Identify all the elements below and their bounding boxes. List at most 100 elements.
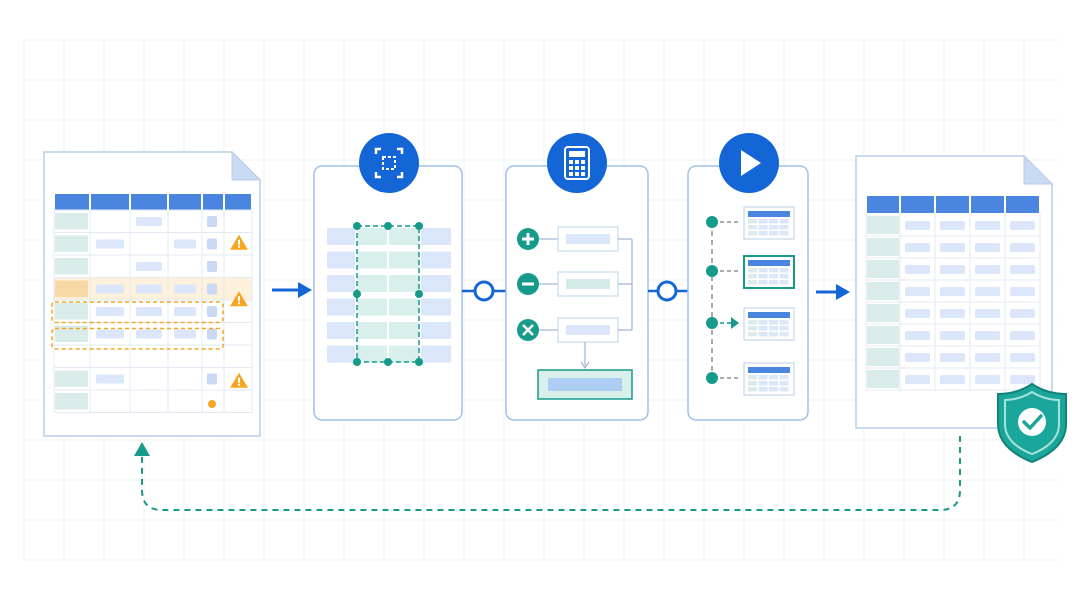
first-column-cell (867, 260, 899, 278)
value-chip (96, 374, 124, 384)
play-icon[interactable] (719, 133, 779, 193)
arrow-source-to-select (272, 282, 312, 298)
first-column-cell (55, 303, 88, 320)
select-grid-cell (327, 298, 355, 316)
selection-handle (353, 358, 361, 366)
thumbnail-cell (779, 387, 789, 392)
selection-handle (353, 290, 361, 298)
value-chip (136, 284, 162, 294)
calculate-operations (517, 226, 633, 400)
first-column-cell (867, 348, 899, 366)
value-chip (905, 221, 930, 230)
value-chip (1010, 331, 1035, 340)
shield-check-icon (997, 382, 1067, 464)
flagged-row-outline (51, 301, 224, 324)
run-step-card[interactable] (687, 133, 809, 421)
thumbnail-cell (779, 225, 789, 230)
select-grid-cell (327, 345, 355, 363)
value-chip (207, 306, 217, 317)
header-cell (1006, 196, 1039, 213)
value-chip (975, 309, 1000, 318)
select-grid-cell (389, 251, 419, 269)
thumbnail-cell (748, 225, 757, 230)
value-chip (96, 307, 124, 316)
thumbnail-cell (769, 375, 778, 380)
thumbnail-cell (769, 332, 778, 337)
first-column-cell (867, 370, 899, 388)
value-chip (136, 262, 162, 271)
value-chip (207, 373, 217, 385)
tree-node (706, 317, 718, 329)
thumbnail-cell (758, 219, 768, 224)
first-column-cell (867, 326, 899, 344)
warning-mark (238, 377, 240, 383)
selection-handle (415, 222, 423, 230)
selection-handle (384, 358, 392, 366)
selection-handle (384, 222, 392, 230)
first-column-cell (55, 280, 88, 297)
thumbnail-cell (748, 381, 757, 386)
output-spreadsheet[interactable] (855, 154, 1054, 429)
thumbnail-cell (769, 381, 778, 386)
thumbnail-cell (758, 381, 768, 386)
select-step-card[interactable] (313, 133, 463, 421)
warning-mark (238, 302, 240, 305)
thumbnail-cell (779, 320, 789, 325)
value-chip (96, 329, 124, 339)
thumbnail-cell (758, 280, 768, 285)
select-grid-cell (327, 251, 355, 269)
thumbnail-cell (748, 332, 757, 337)
select-grid-cell (421, 275, 451, 292)
select-grid-cell (389, 322, 419, 339)
select-grid-cell (389, 228, 419, 245)
select-grid-cell (357, 298, 387, 316)
value-chip (975, 353, 1000, 362)
select-grid-cell (421, 298, 451, 316)
select-grid-cell (327, 322, 355, 339)
value-chip (940, 265, 965, 274)
first-column-cell (867, 282, 899, 300)
header-cell (169, 194, 201, 210)
tree-node (706, 216, 718, 228)
first-column-cell (55, 325, 88, 342)
value-chip (207, 328, 217, 340)
thumbnail-cell (758, 332, 768, 337)
first-column-cell (55, 235, 88, 252)
value-chip (905, 375, 930, 384)
first-column-cell (867, 216, 899, 234)
calculate-step-card[interactable] (505, 133, 649, 421)
minus-mark (522, 282, 534, 286)
thumbnail-header (748, 312, 790, 318)
thumbnail-cell (758, 320, 768, 325)
operation-value (566, 234, 610, 244)
selection-handle (415, 358, 423, 366)
select-grid-cell (421, 322, 451, 339)
tree-node (706, 265, 718, 277)
connector-calculate-to-run (648, 280, 688, 302)
value-chip (975, 243, 1000, 252)
result-value (548, 378, 622, 391)
thumbnail-cell (769, 268, 778, 273)
source-spreadsheet[interactable] (43, 150, 262, 437)
error-dot (208, 400, 216, 408)
thumbnail-header (748, 367, 790, 373)
select-grid-cell (357, 322, 387, 339)
value-chip (905, 265, 930, 274)
first-column-cell (867, 304, 899, 322)
header-cell (867, 196, 899, 213)
source-table (51, 194, 253, 413)
select-grid-cell (357, 275, 387, 292)
thumbnail-cell (758, 274, 768, 279)
header-cell (131, 194, 167, 210)
value-chip (1010, 265, 1035, 274)
select-grid-cell (421, 251, 451, 269)
thumbnail-cell (779, 280, 789, 285)
value-chip (975, 221, 1000, 230)
warning-mark (238, 239, 240, 245)
first-column-cell (55, 213, 88, 230)
header-cell (225, 194, 251, 210)
value-chip (96, 239, 124, 249)
thumbnail-cell (748, 387, 757, 392)
value-chip (174, 284, 196, 294)
